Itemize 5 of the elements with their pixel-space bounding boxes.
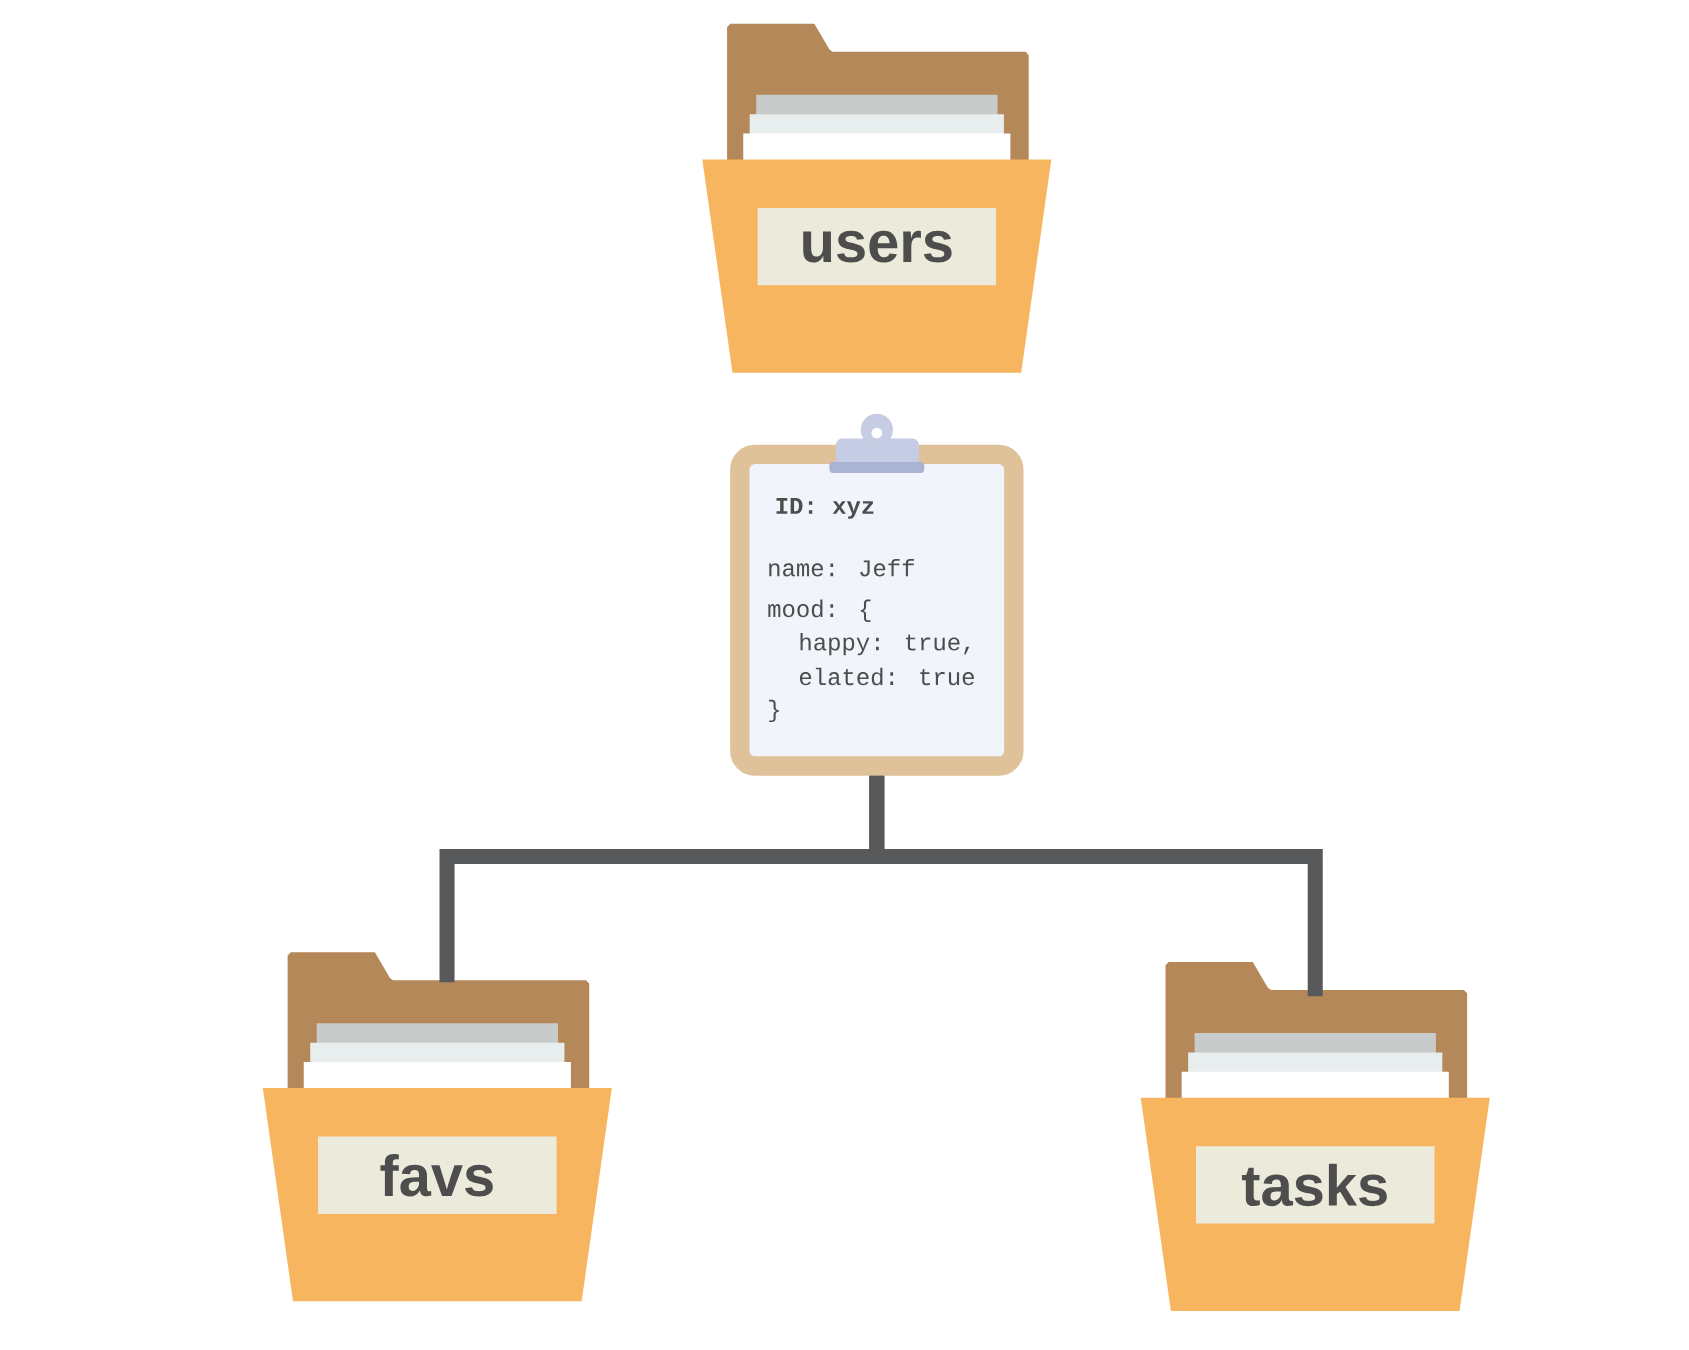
clipboard-drawing: ID: xyz name: Jeff mood: { happy: true, elated: true } bbox=[730, 413, 1024, 776]
folder-drawing: users bbox=[702, 23, 1052, 373]
folder-drawing: favs bbox=[262, 952, 612, 1302]
folder-drawing: tasks bbox=[1140, 962, 1490, 1312]
connector-line bbox=[869, 775, 1323, 997]
